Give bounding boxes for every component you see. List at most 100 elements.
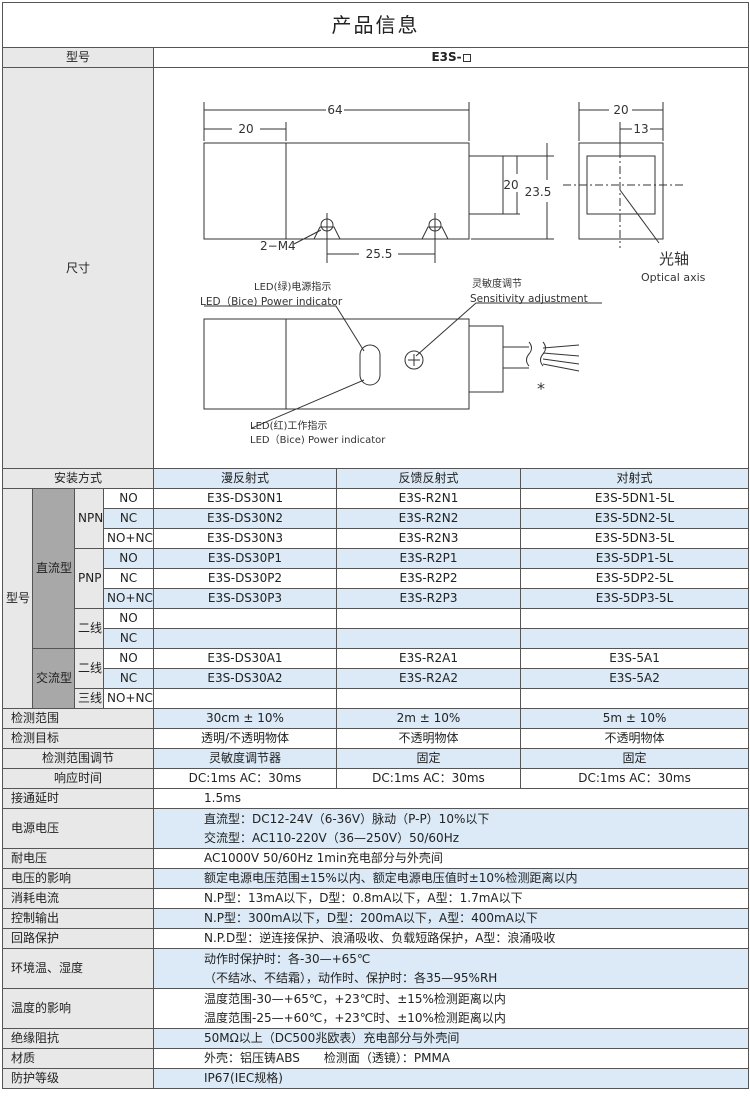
spec-value: 温度范围-30—+65℃，+23℃时、±15%检测距离以内温度范围-25—+60… xyxy=(152,988,750,1029)
spec-line: （不结冰、不结霜），动作时、保护时：各35—95%RH xyxy=(204,970,498,985)
model-diffuse xyxy=(153,688,337,709)
perf-label: 检测目标 xyxy=(2,728,154,749)
page-title: 产品信息 xyxy=(1,2,750,48)
spec-value: AC1000V 50/60Hz 1min充电部分与外壳间 xyxy=(152,848,750,869)
ac-label: 交流型 xyxy=(32,648,75,709)
led-red-en: LED（Bice) Power indicator xyxy=(250,434,386,446)
spec-label: 绝缘阻抗 xyxy=(2,1028,154,1049)
perf-thru: 不透明物体 xyxy=(519,728,750,749)
spec-label: 耐电压 xyxy=(2,848,154,869)
model-thru: E3S-5DP2-5L xyxy=(519,568,750,589)
spec-value: 外壳：铝压铸ABS 检测面（透镜）：PMMA xyxy=(152,1048,750,1069)
sensitivity-en: Sensitivity adjustment xyxy=(470,293,588,305)
spec-value: N.P.D型：逆连接保护、浪涌吸收、负载短路保护，A型：浪涌吸收 xyxy=(152,928,750,949)
perf-row: 响应时间 DC:1ms AC：30ms DC:1ms AC：30ms DC:1m… xyxy=(2,768,750,789)
sensitivity-cn: 灵敏度调节 xyxy=(472,277,522,290)
dim-holes-label: 2−M4 xyxy=(260,239,296,253)
model-thru: E3S-5A2 xyxy=(519,668,750,689)
table-row: 型号 直流型 NPN NO E3S-DS30N1 E3S-R2N1 E3S-5D… xyxy=(2,488,750,709)
spec-value: IP67(IEC规格) xyxy=(152,1068,750,1089)
perf-diffuse: 透明/不透明物体 xyxy=(153,728,337,749)
output-type: NO xyxy=(103,488,154,509)
spec-row: 电源电压 直流型：DC12-24V（6-36V）脉动（P-P）10%以下交流型：… xyxy=(2,808,750,849)
spec-line: 直流型：DC12-24V（6-36V）脉动（P-P）10%以下 xyxy=(204,811,490,826)
mode-diffuse: 漫反射式 xyxy=(153,468,337,489)
spec-row: 环境温、湿度 动作时保护时：各-30—+65℃（不结冰、不结霜），动作时、保护时… xyxy=(2,948,750,989)
model-retro: E3S-R2N2 xyxy=(336,508,521,529)
dim-height-label: 20 xyxy=(503,178,518,192)
title-row: 产品信息 xyxy=(1,2,750,48)
spec-label: 电压的影响 xyxy=(2,868,154,889)
install-row: 安装方式 漫反射式 反馈反射式 对射式 xyxy=(2,468,750,489)
output-type: NO xyxy=(103,548,154,569)
spec-label: 温度的影响 xyxy=(2,988,154,1029)
model-diffuse xyxy=(153,608,337,629)
spec-value: 额定电源电压范围±15%以内、额定电源电压值时±10%检测距离以内 xyxy=(152,868,750,889)
perf-row: 检测范围 30cm ± 10% 2m ± 10% 5m ± 10% xyxy=(2,708,750,729)
model-retro xyxy=(336,608,521,629)
output-type: NO+NC xyxy=(103,688,154,709)
perf-label: 检测范围调节 xyxy=(2,748,154,769)
output-type: NC xyxy=(103,508,154,529)
model-row: 型号 E3S- xyxy=(2,47,750,68)
spec-row: 控制输出 N.P型：300mA以下，D型：200mA以下，A型：400mA以下 xyxy=(2,908,750,929)
perf-label: 响应时间 xyxy=(2,768,154,789)
model-value-text: E3S- xyxy=(431,50,462,64)
dimension-row: 尺寸 xyxy=(2,67,750,469)
model-thru: E3S-5DN3-5L xyxy=(519,528,750,549)
table-row: 交流型 二线 NO E3S-DS30A1 E3S-R2A1 E3S-5A1 xyxy=(3,648,750,709)
model-label: 型号 xyxy=(2,47,154,68)
spec-value: N.P型：13mA以下，D型：0.8mA以下，A型：1.7mA以下 xyxy=(152,888,750,909)
output-type: NC xyxy=(103,668,154,689)
perf-retro: 固定 xyxy=(336,748,521,769)
table-row: NC E3S-DS30P2 E3S-R2P2 E3S-5DP2-5L xyxy=(3,568,750,589)
model-diffuse: E3S-DS30P3 xyxy=(153,588,337,609)
model-diffuse: E3S-DS30A2 xyxy=(153,668,337,689)
spec-label: 接通延时 xyxy=(2,788,154,809)
spec-row: 绝缘阻抗 50MΩ以上（DC500兆欧表）充电部分与外壳间 xyxy=(2,1028,750,1049)
model-thru: E3S-5DN1-5L xyxy=(519,488,750,509)
model-value: E3S- xyxy=(152,47,750,68)
model-retro: E3S-R2N1 xyxy=(336,488,521,509)
dc-label: 直流型 xyxy=(32,488,75,649)
spec-label: 防护等级 xyxy=(2,1068,154,1089)
perf-diffuse: 30cm ± 10% xyxy=(153,708,337,729)
dim-width-label: 20 xyxy=(613,103,628,117)
spec-label: 材质 xyxy=(2,1048,154,1069)
table-row: 二线 NO xyxy=(3,608,750,649)
ac-two-wire-label: 二线 xyxy=(74,648,104,689)
led-red-cn: LED(红)工作指示 xyxy=(250,419,327,432)
mode-thru: 对射式 xyxy=(519,468,750,489)
table-row: NC E3S-DS30A2 E3S-R2A2 E3S-5A2 xyxy=(2,668,750,689)
dim-hole-spacing-label: 25.5 xyxy=(366,247,393,261)
spec-label: 电源电压 xyxy=(2,808,154,849)
model-retro: E3S-R2P1 xyxy=(336,548,521,569)
spec-row: 消耗电流 N.P型：13mA以下，D型：0.8mA以下，A型：1.7mA以下 xyxy=(2,888,750,909)
spec-value: 1.5ms xyxy=(152,788,750,809)
pnp-label: PNP xyxy=(74,548,104,609)
spec-row: 温度的影响 温度范围-30—+65℃，+23℃时、±15%检测距离以内温度范围-… xyxy=(2,988,750,1029)
output-type: NO xyxy=(103,608,154,629)
output-type: NO+NC xyxy=(103,588,154,609)
model-thru xyxy=(519,608,750,629)
mode-retro: 反馈反射式 xyxy=(336,468,521,489)
perf-retro: 2m ± 10% xyxy=(336,708,521,729)
spec-row: 回路保护 N.P.D型：逆连接保护、浪涌吸收、负载短路保护，A型：浪涌吸收 xyxy=(2,928,750,949)
spec-sheet: 产品信息 型号 E3S- 尺寸 xyxy=(1,2,750,1089)
model-retro: E3S-R2P2 xyxy=(336,568,521,589)
model-retro: E3S-R2A1 xyxy=(336,648,521,669)
optical-axis-cn: 光轴 xyxy=(659,250,689,268)
model-retro: E3S-R2N3 xyxy=(336,528,521,549)
spec-label: 控制输出 xyxy=(2,908,154,929)
install-label: 安装方式 xyxy=(2,468,154,489)
table-row: NO+NC E3S-DS30N3 E3S-R2N3 E3S-5DN3-5L xyxy=(3,528,750,549)
perf-row: 检测范围调节 灵敏度调节器 固定 固定 xyxy=(2,748,750,769)
dimension-drawing: 64 20 20 23.5 2−M4 25.5 20 13 光轴 Optical… xyxy=(200,102,706,446)
model-diffuse: E3S-DS30N1 xyxy=(153,488,337,509)
table-row: 三线 NO+NC xyxy=(3,688,750,709)
led-green-en: LED（Bice) Power indicator xyxy=(200,296,343,308)
spec-value: 动作时保护时：各-30—+65℃（不结冰、不结霜），动作时、保护时：各35—95… xyxy=(152,948,750,989)
spec-value: N.P型：300mA以下，D型：200mA以下，A型：400mA以下 xyxy=(152,908,750,929)
perf-diffuse: 灵敏度调节器 xyxy=(153,748,337,769)
type-label: 型号 xyxy=(2,488,33,709)
